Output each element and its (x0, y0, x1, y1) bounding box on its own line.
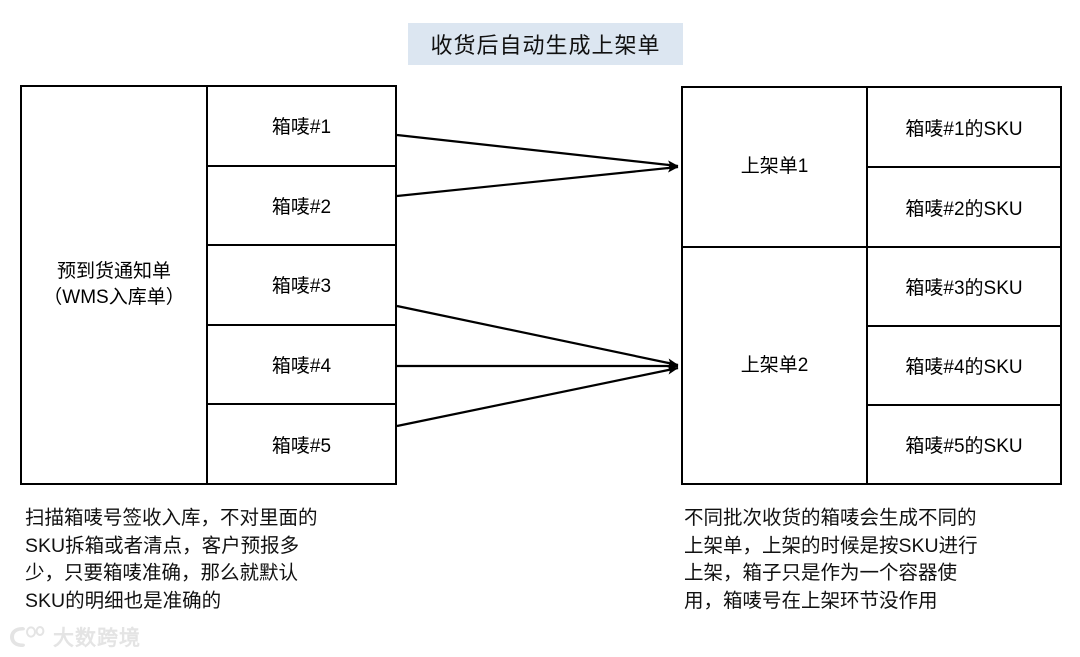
arrow-carton3-to-putaway2 (396, 304, 679, 368)
table-row: 箱唛#3 (208, 246, 395, 326)
arrow-carton1-to-putaway1 (396, 133, 679, 170)
banner-title-text: 收货后自动生成上架单 (430, 33, 661, 58)
putaway-order-label: 上架单2 (683, 248, 868, 483)
watermark-text: 大数跨境 (53, 627, 141, 650)
watermark-logo-icon (8, 624, 46, 650)
putaway-group-1: 上架单1 箱唛#1的SKU 箱唛#2的SKU (683, 88, 1060, 248)
putaway-order-table: 上架单1 箱唛#1的SKU 箱唛#2的SKU 上架单2 箱唛#3的SKU 箱唛#… (681, 86, 1062, 485)
sku-rows: 箱唛#3的SKU 箱唛#4的SKU 箱唛#5的SKU (868, 248, 1060, 483)
watermark: 大数跨境 (8, 622, 141, 652)
left-caption: 扫描箱唛号签收入库，不对里面的 SKU拆箱或者清点，客户预报多 少，只要箱唛准确… (25, 507, 318, 613)
banner-title: 收货后自动生成上架单 (408, 23, 683, 65)
table-row: 箱唛#2的SKU (905, 198, 1023, 220)
table-row: 箱唛#3的SKU (868, 248, 1060, 327)
inbound-notice-label: 预到货通知单 （WMS入库单） (22, 87, 208, 483)
arrow-carton2-to-putaway1 (396, 163, 679, 198)
carton-rows: 箱唛#1 箱唛#2 箱唛#3 箱唛#4 箱唛#5 (208, 87, 395, 483)
inbound-notice-table: 预到货通知单 （WMS入库单） 箱唛#1 箱唛#2 箱唛#3 箱唛#4 箱唛#5 (20, 85, 397, 485)
sku-rows: 箱唛#1的SKU 箱唛#2的SKU (868, 88, 1060, 246)
table-row: 箱唛#4的SKU (868, 327, 1060, 406)
table-row: 箱唛#5 (271, 435, 332, 457)
arrow-carton5-to-putaway2 (396, 365, 679, 428)
right-caption: 不同批次收货的箱唛会生成不同的 上架单，上架的时候是按SKU进行 上架，箱子只是… (684, 507, 978, 613)
putaway-order-label: 上架单1 (683, 88, 868, 246)
putaway-group-2: 上架单2 箱唛#3的SKU 箱唛#4的SKU 箱唛#5的SKU (683, 248, 1060, 483)
table-row: 箱唛#4 (208, 326, 395, 406)
table-row: 箱唛#2 (208, 167, 395, 247)
table-row: 箱唛#5的SKU (905, 436, 1023, 457)
table-row: 箱唛#1的SKU (868, 88, 1060, 168)
table-row: 箱唛#1 (208, 87, 395, 167)
